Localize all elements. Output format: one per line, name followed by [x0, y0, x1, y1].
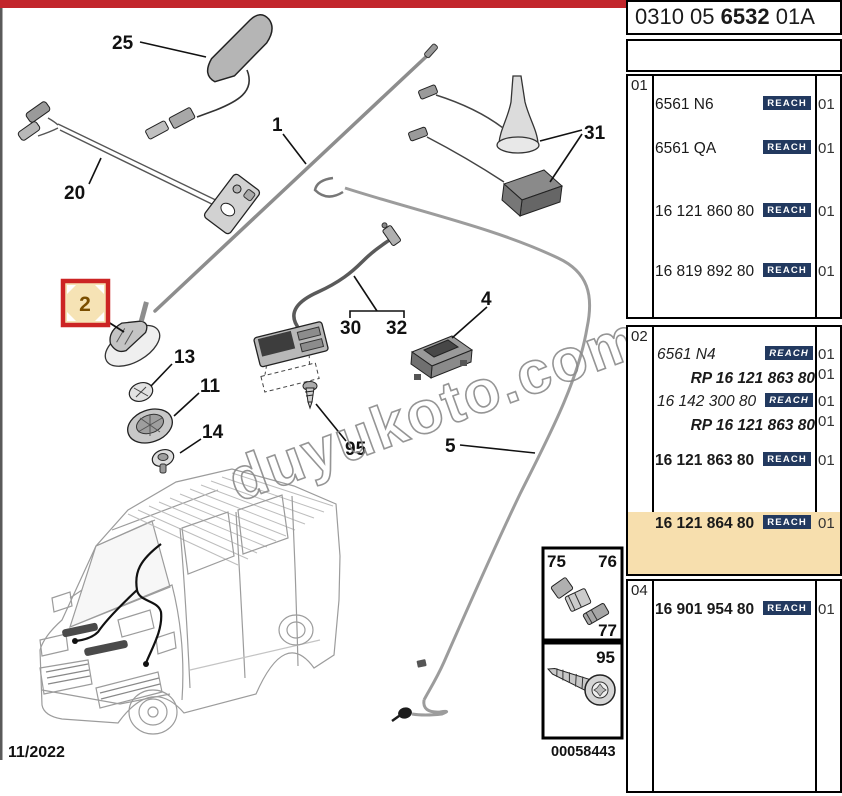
inset-code: 00058443 [551, 744, 616, 760]
callout-11[interactable]: 11 [200, 376, 221, 397]
antenna-cable-drawing [313, 176, 592, 723]
part-qty: 01 [818, 366, 835, 383]
reach-badge[interactable]: REACH [763, 96, 811, 110]
control-module-drawing [410, 306, 488, 380]
roof-antenna-drawing [408, 75, 583, 218]
seal-13-drawing [128, 363, 173, 403]
qty-divider [815, 327, 817, 574]
part-number: 16 901 954 80 [655, 601, 755, 618]
cable-harness-drawing [17, 101, 235, 218]
parts-section-02: 02 6561 N4 REACH 01 RP 16 121 863 80 01 … [626, 325, 842, 576]
top-red-bar [0, 0, 626, 8]
part-number: 16 819 892 80 [655, 263, 755, 280]
callout-20[interactable]: 20 [64, 183, 85, 204]
callout-14[interactable]: 14 [202, 422, 224, 443]
parts-diagram: 25 20 1 [0, 0, 626, 761]
part-row[interactable]: 16 901 954 80 REACH [655, 600, 815, 619]
part-qty: 01 [818, 413, 835, 430]
part-qty: 01 [818, 346, 835, 363]
part-row-selected[interactable]: 16 121 864 80 REACH [655, 514, 815, 533]
callout-25[interactable]: 25 [112, 33, 134, 54]
callout-4[interactable]: 4 [481, 289, 492, 310]
selected-callout-box[interactable]: 2 [60, 278, 111, 328]
part-number: RP 16 121 863 80 [690, 370, 815, 387]
inset-screw-box: 95 [541, 641, 624, 740]
part-qty: 01 [818, 263, 835, 280]
inset-label-95[interactable]: 95 [596, 648, 615, 667]
catalog-code-main: 6532 [720, 4, 770, 29]
reach-badge[interactable]: REACH [763, 452, 811, 466]
part-row-replacement[interactable]: RP 16 121 863 80 [655, 416, 815, 435]
callout-30[interactable]: 30 [340, 318, 361, 339]
antenna-mast-drawing [153, 43, 438, 313]
screw-drawing [302, 381, 347, 442]
reach-badge[interactable]: REACH [765, 346, 813, 360]
left-edge-line [0, 8, 3, 760]
reach-badge[interactable]: REACH [763, 515, 811, 529]
part-number: 16 121 860 80 [655, 203, 755, 220]
inset-label-75[interactable]: 75 [547, 552, 566, 571]
part-row-replacement[interactable]: RP 16 121 863 80 [655, 369, 815, 388]
part-row[interactable]: 6561 QA REACH [655, 139, 815, 158]
nut-14-drawing [151, 438, 202, 474]
section-divider [652, 581, 654, 791]
part-row[interactable]: 16 121 863 80 REACH [655, 451, 815, 470]
section-id: 01 [631, 77, 648, 94]
part-number: 16 142 300 80 [657, 393, 757, 410]
antenna-base-drawing [104, 301, 161, 367]
section-divider [652, 327, 654, 574]
part-qty: 01 [818, 203, 835, 220]
callout-13[interactable]: 13 [174, 347, 195, 368]
section-divider [652, 76, 654, 317]
amplifier-module-drawing [253, 222, 405, 393]
part-qty: 01 [818, 140, 835, 157]
parts-section-04: 04 16 901 954 80 REACH 01 [626, 579, 842, 793]
part-number: 6561 N4 [657, 346, 716, 363]
callout-32[interactable]: 32 [386, 318, 407, 339]
part-row[interactable]: 6561 N6 REACH [655, 95, 815, 114]
callout-95[interactable]: 95 [345, 439, 367, 460]
qty-divider [815, 581, 817, 791]
inset-label-76[interactable]: 76 [598, 552, 617, 571]
inset-label-77[interactable]: 77 [598, 621, 617, 640]
qty-divider [815, 76, 817, 317]
section-id: 04 [631, 582, 648, 599]
reach-badge[interactable]: REACH [763, 203, 811, 217]
part-row[interactable]: 16 142 300 80 REACH [655, 392, 817, 411]
part-qty: 01 [818, 393, 835, 410]
part-qty: 01 [818, 601, 835, 618]
callout-2: 2 [79, 293, 91, 316]
diagram-date: 11/2022 [8, 744, 65, 761]
part-row[interactable]: 6561 N4 REACH [655, 345, 817, 364]
reach-badge[interactable]: REACH [763, 263, 811, 277]
part-qty: 01 [818, 515, 835, 532]
part-number: 6561 N6 [655, 96, 714, 113]
part-qty: 01 [818, 96, 835, 113]
callout-5[interactable]: 5 [445, 436, 456, 457]
part-number: 16 121 863 80 [655, 452, 755, 469]
reach-badge[interactable]: REACH [765, 393, 813, 407]
reach-badge[interactable]: REACH [763, 601, 811, 615]
part-number: RP 16 121 863 80 [690, 417, 815, 434]
section-id: 02 [631, 328, 648, 345]
empty-header-cell [626, 39, 842, 72]
part-qty: 01 [818, 452, 835, 469]
mast-bracket-drawing [203, 173, 261, 235]
part-row[interactable]: 16 819 892 80 REACH [655, 262, 815, 281]
catalog-code-header: 0310 05 6532 01A [626, 0, 842, 35]
callout-31[interactable]: 31 [584, 123, 606, 144]
part-row[interactable]: 16 121 860 80 REACH [655, 202, 815, 221]
van-illustration [39, 468, 341, 735]
catalog-code-prefix: 0310 05 [635, 4, 715, 29]
gasket-11-drawing [127, 392, 200, 444]
part-number: 6561 QA [655, 140, 717, 157]
part-number: 16 121 864 80 [655, 515, 755, 532]
reach-badge[interactable]: REACH [763, 140, 811, 154]
catalog-code-suffix: 01A [775, 4, 815, 29]
parts-section-01: 01 6561 N6 REACH 01 6561 QA REACH 01 16 … [626, 74, 842, 319]
callout-1[interactable]: 1 [272, 115, 283, 136]
shark-fin-antenna-drawing [139, 13, 273, 140]
inset-clip-box: 75 76 77 [541, 546, 624, 642]
